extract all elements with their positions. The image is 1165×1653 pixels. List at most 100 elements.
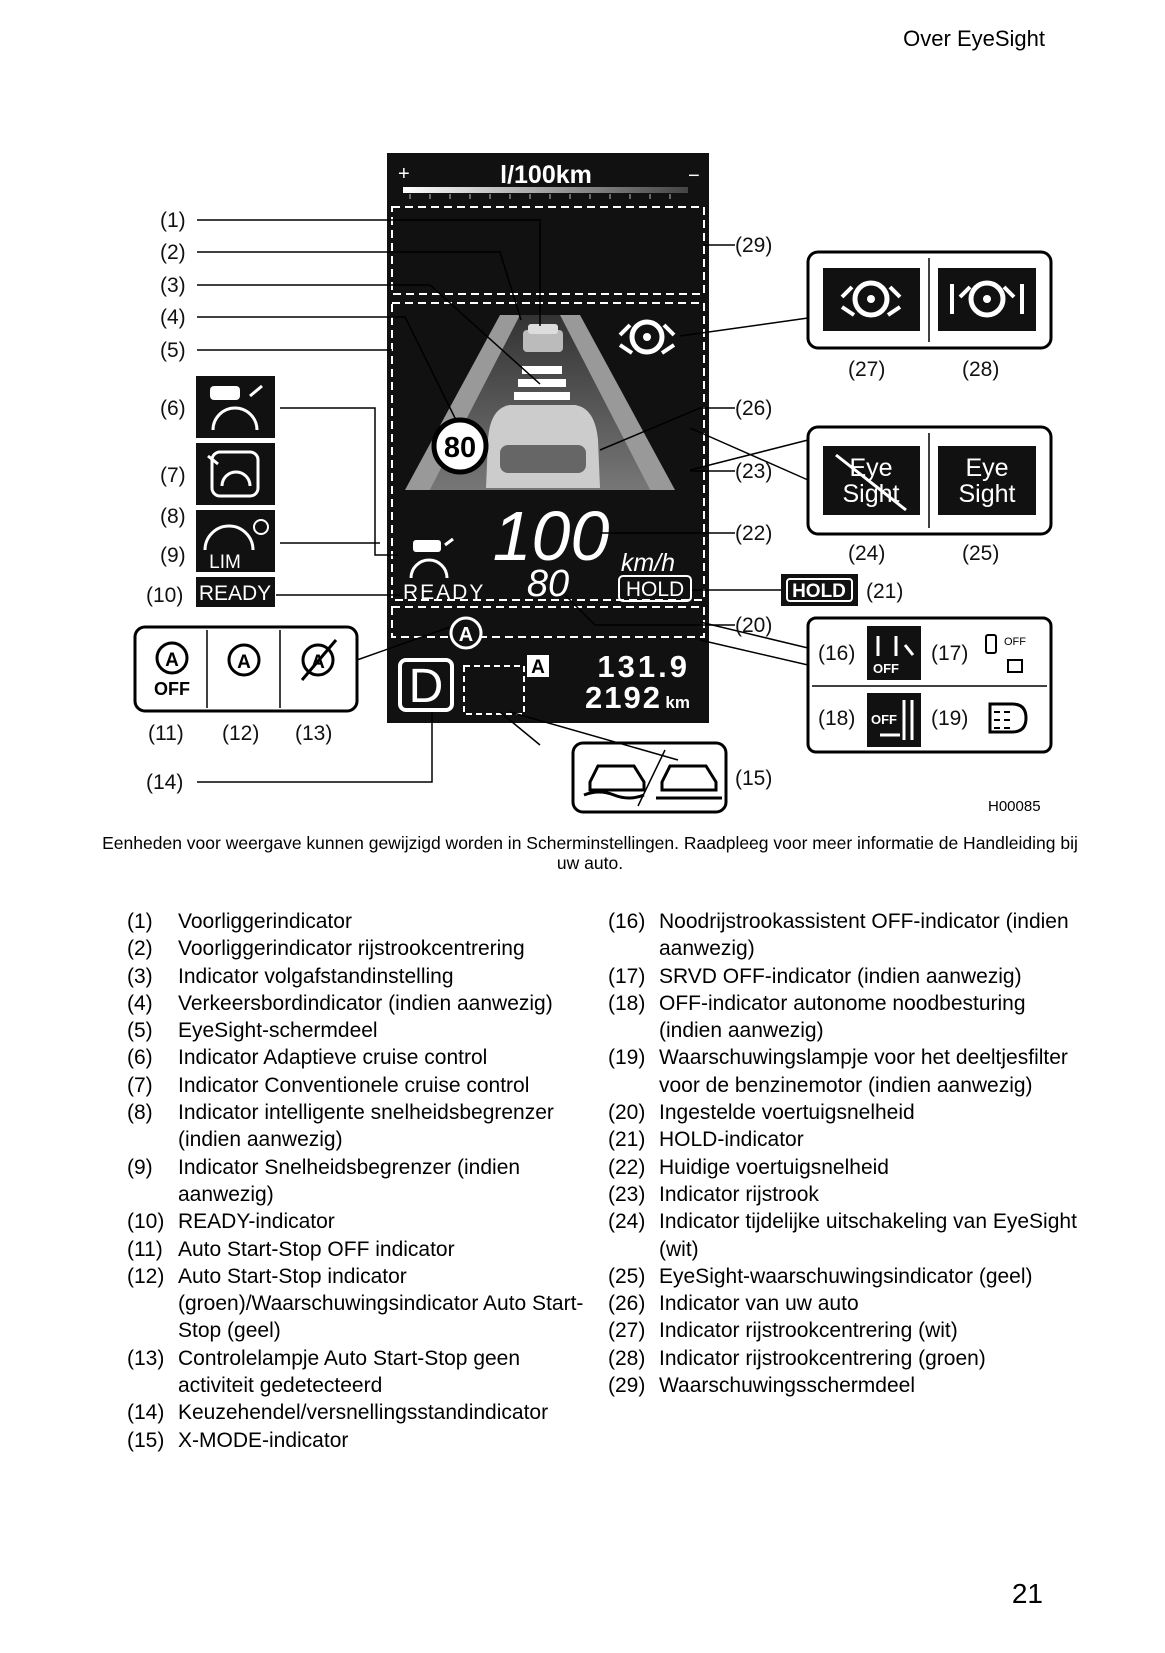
legend-item-text: Indicator Adaptieve cruise control: [178, 1046, 488, 1070]
legend-item-number: (8): [127, 1101, 153, 1125]
callout-23: (23): [735, 460, 772, 483]
callout-11: (11): [148, 722, 184, 745]
auto-start-stop-panel: A OFF A A: [133, 625, 359, 713]
legend-item-text: Auto Start-Stop OFF indicator: [178, 1237, 455, 1261]
legend-item-text: Keuzehendel/versnellingsstandindicator: [178, 1401, 549, 1425]
legend-item: (24)Indicator tijdelijke uitschakeling v…: [608, 1208, 1078, 1263]
fuel-gauge-bar: [403, 187, 688, 193]
callout-5: (5): [160, 339, 186, 362]
srvd-off-icon: OFF: [985, 634, 1026, 673]
legend-item: (22)Huidige voertuigsnelheid: [608, 1154, 1078, 1181]
eyesight-warn-text-2: Sight: [959, 480, 1016, 508]
legend-item-text: Controlelampje Auto Start-Stop geen acti…: [178, 1346, 521, 1398]
cluster-display: + l/100km −: [387, 153, 709, 723]
legend-item-number: (24): [608, 1210, 646, 1234]
header-section-title: Over EyeSight: [903, 26, 1045, 51]
fuel-gauge-ticks: [409, 194, 671, 199]
eyesight-off-text-2: Sight: [843, 480, 900, 508]
legend-item-number: (10): [127, 1210, 165, 1234]
legend-item-number: (5): [127, 1019, 153, 1043]
callout-14: (14): [146, 771, 183, 794]
legend-item-text: READY-indicator: [178, 1210, 335, 1234]
legend-item-text: Indicator volgafstandinstelling: [178, 964, 454, 988]
callout-3: (3): [160, 274, 186, 297]
lim-text: LIM: [209, 552, 241, 573]
callout-17: (17): [931, 642, 968, 665]
legend-item: (1)Voorliggerindicator: [127, 908, 597, 935]
legend-item-number: (3): [127, 964, 153, 988]
auto-badge-letter: A: [531, 657, 545, 678]
callout-10: (10): [146, 584, 183, 607]
callout-26: (26): [735, 397, 772, 420]
legend-item-text: Noodrijstrookassistent OFF-indicator (in…: [659, 910, 1069, 961]
legend-item-text: EyeSight-schermdeel: [178, 1019, 378, 1043]
legend-item: (14) Keuzehendel/versnellingsstandindicat…: [127, 1399, 597, 1426]
legend-item: (27)Indicator rijstrookcentrering (wit): [608, 1317, 1078, 1344]
auto-start-stop-off-letter: A: [165, 650, 179, 671]
own-vehicle-icon: [486, 405, 600, 488]
legend-item-text: Indicator rijstrookcentrering (wit): [659, 1319, 958, 1343]
legend-item-number: (17): [608, 964, 646, 988]
legend-item-number: (26): [608, 1292, 646, 1316]
auto-start-stop-letter-display: A: [459, 624, 473, 646]
auto-badge-box: [527, 655, 549, 677]
callout-8: (8): [160, 505, 186, 528]
callout-4: (4): [160, 306, 186, 329]
autonomous-steering-off-text: OFF: [871, 712, 897, 727]
icon-tile-conventional-cruise: [196, 443, 275, 505]
off-indicators-panel: OFF OFF OFF: [806, 616, 1053, 754]
legend-item-number: (1): [127, 910, 153, 933]
set-speed: 80: [527, 563, 569, 605]
lane-centering-icon-display: [618, 319, 676, 355]
callout-19: (19): [931, 707, 968, 730]
legend-item: (4)Verkeersbordindicator (indien aanwezi…: [127, 990, 597, 1017]
legend-item: (21)HOLD-indicator: [608, 1126, 1078, 1153]
gear-box: [398, 658, 454, 712]
x-mode-area: [463, 665, 525, 715]
ready-text-display: READY: [403, 581, 485, 604]
figure-caption: Eenheden voor weergave kunnen gewijzigd …: [102, 833, 1078, 873]
callout-25: (25): [962, 542, 999, 565]
srvd-off-text: OFF: [1004, 636, 1026, 648]
icon-tile-ready: READY: [196, 577, 275, 607]
x-mode-icon-1: [583, 764, 646, 800]
auto-start-stop-area: [391, 606, 705, 638]
legend-item-number: (19): [608, 1046, 646, 1070]
callout-1: (1): [160, 209, 186, 232]
callout-7: (7): [160, 464, 186, 487]
legend-item-number: (23): [608, 1182, 646, 1206]
callout-6: (6): [160, 397, 186, 420]
hold-box-display: [618, 575, 692, 602]
legend-item-number: (22): [608, 1155, 646, 1179]
legend-item-number: (16): [608, 910, 646, 933]
figure-code: H00085: [988, 798, 1041, 815]
legend-item: (3) Indicator volgafstandinstelling: [127, 963, 597, 990]
legend-left: (1)Voorliggerindicator(2) Voorliggerindic…: [127, 908, 597, 1454]
auto-start-stop-on-icon: A: [227, 643, 261, 677]
legend-right: (16) Noodrijstrookassistent OFF-indicator…: [608, 908, 1078, 1399]
odometer-readout: 2192: [585, 680, 662, 715]
ready-tile-text: READY: [199, 582, 271, 605]
legend-item-number: (14): [127, 1401, 165, 1425]
legend-item-text: Voorliggerindicator rijstrookcentrering: [178, 937, 525, 961]
callout-labels: (1) (2) (3) (4) (5) (6) (7) (8) (9) (10)…: [146, 209, 999, 794]
legend-item-text: EyeSight-waarschuwingsindicator (geel): [659, 1264, 1033, 1288]
warning-screen-area: [391, 206, 705, 295]
legend-item: (12)Auto Start-Stop indicator (groen)/Wa…: [127, 1263, 597, 1345]
legend-item-number: (29): [608, 1374, 646, 1398]
legend-item-number: (18): [608, 991, 646, 1015]
callout-29: (29): [735, 234, 772, 257]
instrument-cluster-figure: + l/100km −: [133, 153, 1053, 814]
eyesight-panel: Eye Sight Eye Sight: [806, 425, 1053, 536]
callout-2: (2): [160, 241, 186, 264]
speed-unit: km/h: [621, 549, 675, 577]
legend-item: (2) Voorliggerindicator rijstrookcentreri…: [127, 935, 597, 962]
callout-15: (15): [735, 767, 772, 790]
legend-item: (29)Waarschuwingsschermdeel: [608, 1372, 1078, 1399]
fuel-minus-label: −: [688, 165, 700, 187]
legend-item: (7)Indicator Conventionele cruise contro…: [127, 1072, 597, 1099]
current-speed: 100: [493, 497, 610, 575]
legend-item-number: (13): [127, 1346, 165, 1370]
odometer-unit: km: [665, 693, 690, 712]
legend-item-number: (2): [127, 937, 153, 961]
